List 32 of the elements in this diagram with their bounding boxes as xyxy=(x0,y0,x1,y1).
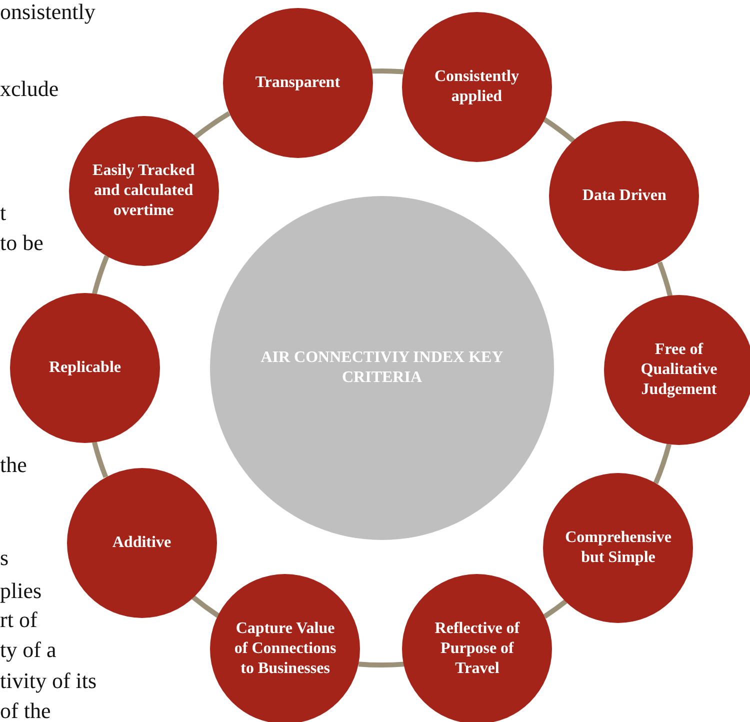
background-text-fragment: plies xyxy=(0,580,42,602)
criterion-label: Replicable xyxy=(49,358,121,378)
criterion-label: Data Driven xyxy=(582,186,666,206)
ring-connector xyxy=(657,262,672,296)
ring-connector xyxy=(92,442,108,478)
ring-connector xyxy=(191,595,220,618)
background-text-fragment: ty of a xyxy=(0,639,56,661)
ring-connector xyxy=(542,117,576,144)
criterion-label: Easily Tracked and calculated overtime xyxy=(92,160,196,221)
ring-connector xyxy=(543,599,568,619)
background-text-fragment: tivity of its xyxy=(0,670,97,692)
ring-connector xyxy=(653,444,672,484)
criterion-label: Transparent xyxy=(255,73,340,94)
ring-connector xyxy=(92,255,110,294)
criterion-label: Consistently applied xyxy=(433,66,520,106)
background-text-fragment: of the xyxy=(0,700,51,722)
ring-connector xyxy=(358,662,404,668)
criterion-label: Capture Value of Connections to Businesses xyxy=(233,618,338,679)
criterion-label: Additive xyxy=(112,532,172,553)
criterion-label: Reflective of Purpose of Travel xyxy=(434,619,521,680)
criterion-label: Comprehensive but Simple xyxy=(564,528,672,568)
criterion-label: Free of Qualitative Judgement xyxy=(640,340,718,400)
background-text-fragment: t xyxy=(0,202,6,224)
background-text-fragment: xclude xyxy=(0,78,59,100)
background-text-fragment: rt of xyxy=(0,609,38,631)
background-text-fragment: to be xyxy=(0,232,44,254)
background-text-fragment: onsistently xyxy=(0,1,96,23)
title-text: AIR CONNECTIVIY INDEX KEY CRITERIA xyxy=(260,348,504,388)
background-text-fragment: s xyxy=(0,547,9,569)
background-text-fragment: the xyxy=(0,454,27,476)
ring-connector xyxy=(371,68,404,74)
ring-connector xyxy=(194,111,230,139)
